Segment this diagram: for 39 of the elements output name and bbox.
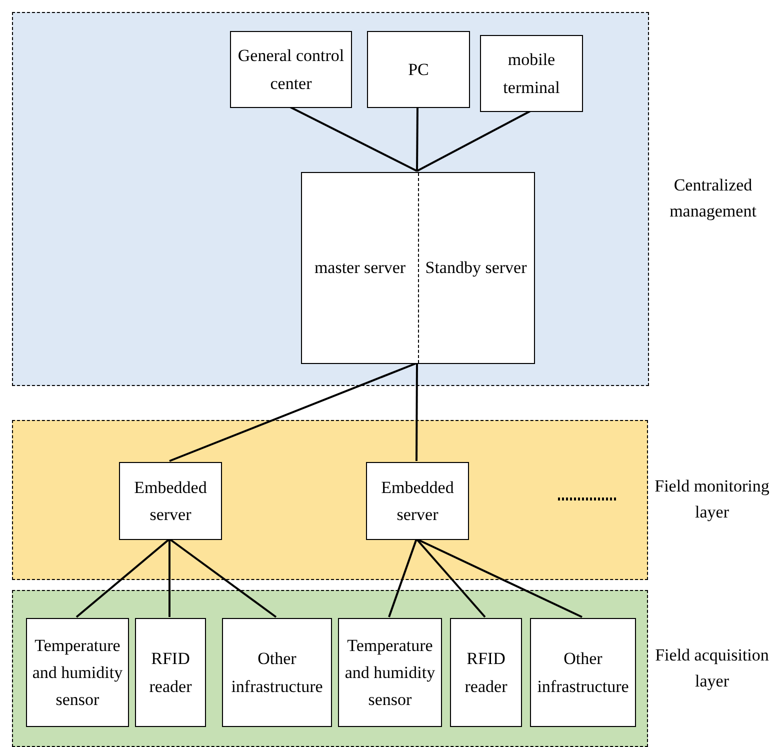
box-label: RFID reader	[148, 648, 193, 698]
device-box	[26, 618, 129, 727]
connector-line	[168, 539, 170, 617]
device-box	[530, 618, 636, 727]
box-label: General control center	[236, 45, 346, 94]
connector-line	[290, 106, 418, 172]
connector-line	[168, 538, 277, 618]
device-box	[338, 618, 442, 727]
connector-line	[416, 538, 582, 618]
layer-label: Field acquisition layer	[654, 644, 770, 692]
device-box	[222, 618, 332, 727]
connector-line	[388, 538, 418, 618]
device-box	[367, 31, 470, 108]
box-label: Temperature and humidity sensor	[344, 634, 436, 712]
server-box	[301, 172, 535, 364]
box-label: Other infrastructure	[230, 648, 324, 698]
server-label: master server	[313, 257, 407, 280]
box-label: Other infrastructure	[536, 648, 630, 698]
connector-line	[416, 538, 486, 618]
box-label: Embedded server	[380, 476, 455, 526]
connector-line	[76, 538, 170, 618]
device-box	[119, 462, 222, 540]
device-box	[450, 618, 522, 727]
connector-line	[416, 363, 418, 461]
connector-line	[169, 362, 418, 462]
layer-label: Centralized management	[668, 174, 758, 223]
box-label: RFID reader	[464, 648, 508, 698]
box-label: PC	[407, 58, 430, 81]
device-box	[135, 618, 206, 727]
connector-line	[416, 107, 418, 171]
connector-line	[416, 110, 531, 172]
device-box	[480, 35, 583, 112]
layer-label: Field monitoring layer	[654, 476, 770, 524]
device-box	[366, 462, 469, 540]
server-label: Standby server	[424, 257, 528, 280]
box-label: Embedded server	[133, 476, 208, 526]
device-box	[230, 31, 352, 108]
box-label: mobile terminal	[502, 49, 561, 98]
box-label: Temperature and humidity sensor	[31, 634, 124, 712]
